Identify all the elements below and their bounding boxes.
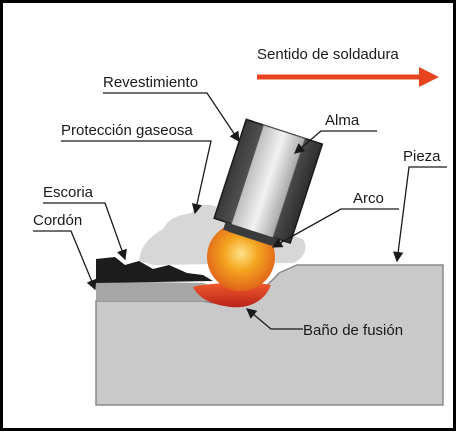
leader-escoria (43, 202, 127, 261)
electrode-tip (223, 221, 279, 247)
slag-layer (96, 257, 213, 283)
leader-arco (271, 208, 399, 248)
leader-bano (246, 308, 303, 330)
label-direction: Sentido de soldadura (257, 46, 399, 63)
leader-pieza (392, 166, 447, 263)
leader-proteccion (61, 140, 212, 215)
label-alma: Alma (325, 112, 360, 129)
label-proteccion: Protección gaseosa (61, 122, 193, 139)
label-revestimiento: Revestimiento (103, 74, 198, 91)
label-cordon: Cordón (33, 212, 82, 229)
electrode (213, 118, 324, 247)
label-bano: Baño de fusión (303, 322, 403, 339)
label-escoria: Escoria (43, 184, 94, 201)
leader-revestimiento (103, 92, 240, 143)
electrode-core (228, 124, 306, 246)
welding-diagram: Sentido de soldadura Revestimiento Prote… (33, 46, 447, 406)
leader-cordon (33, 230, 97, 291)
label-arco: Arco (353, 190, 384, 207)
direction-arrow (257, 67, 439, 87)
label-pieza: Pieza (403, 148, 441, 165)
leader-alma (294, 130, 377, 154)
